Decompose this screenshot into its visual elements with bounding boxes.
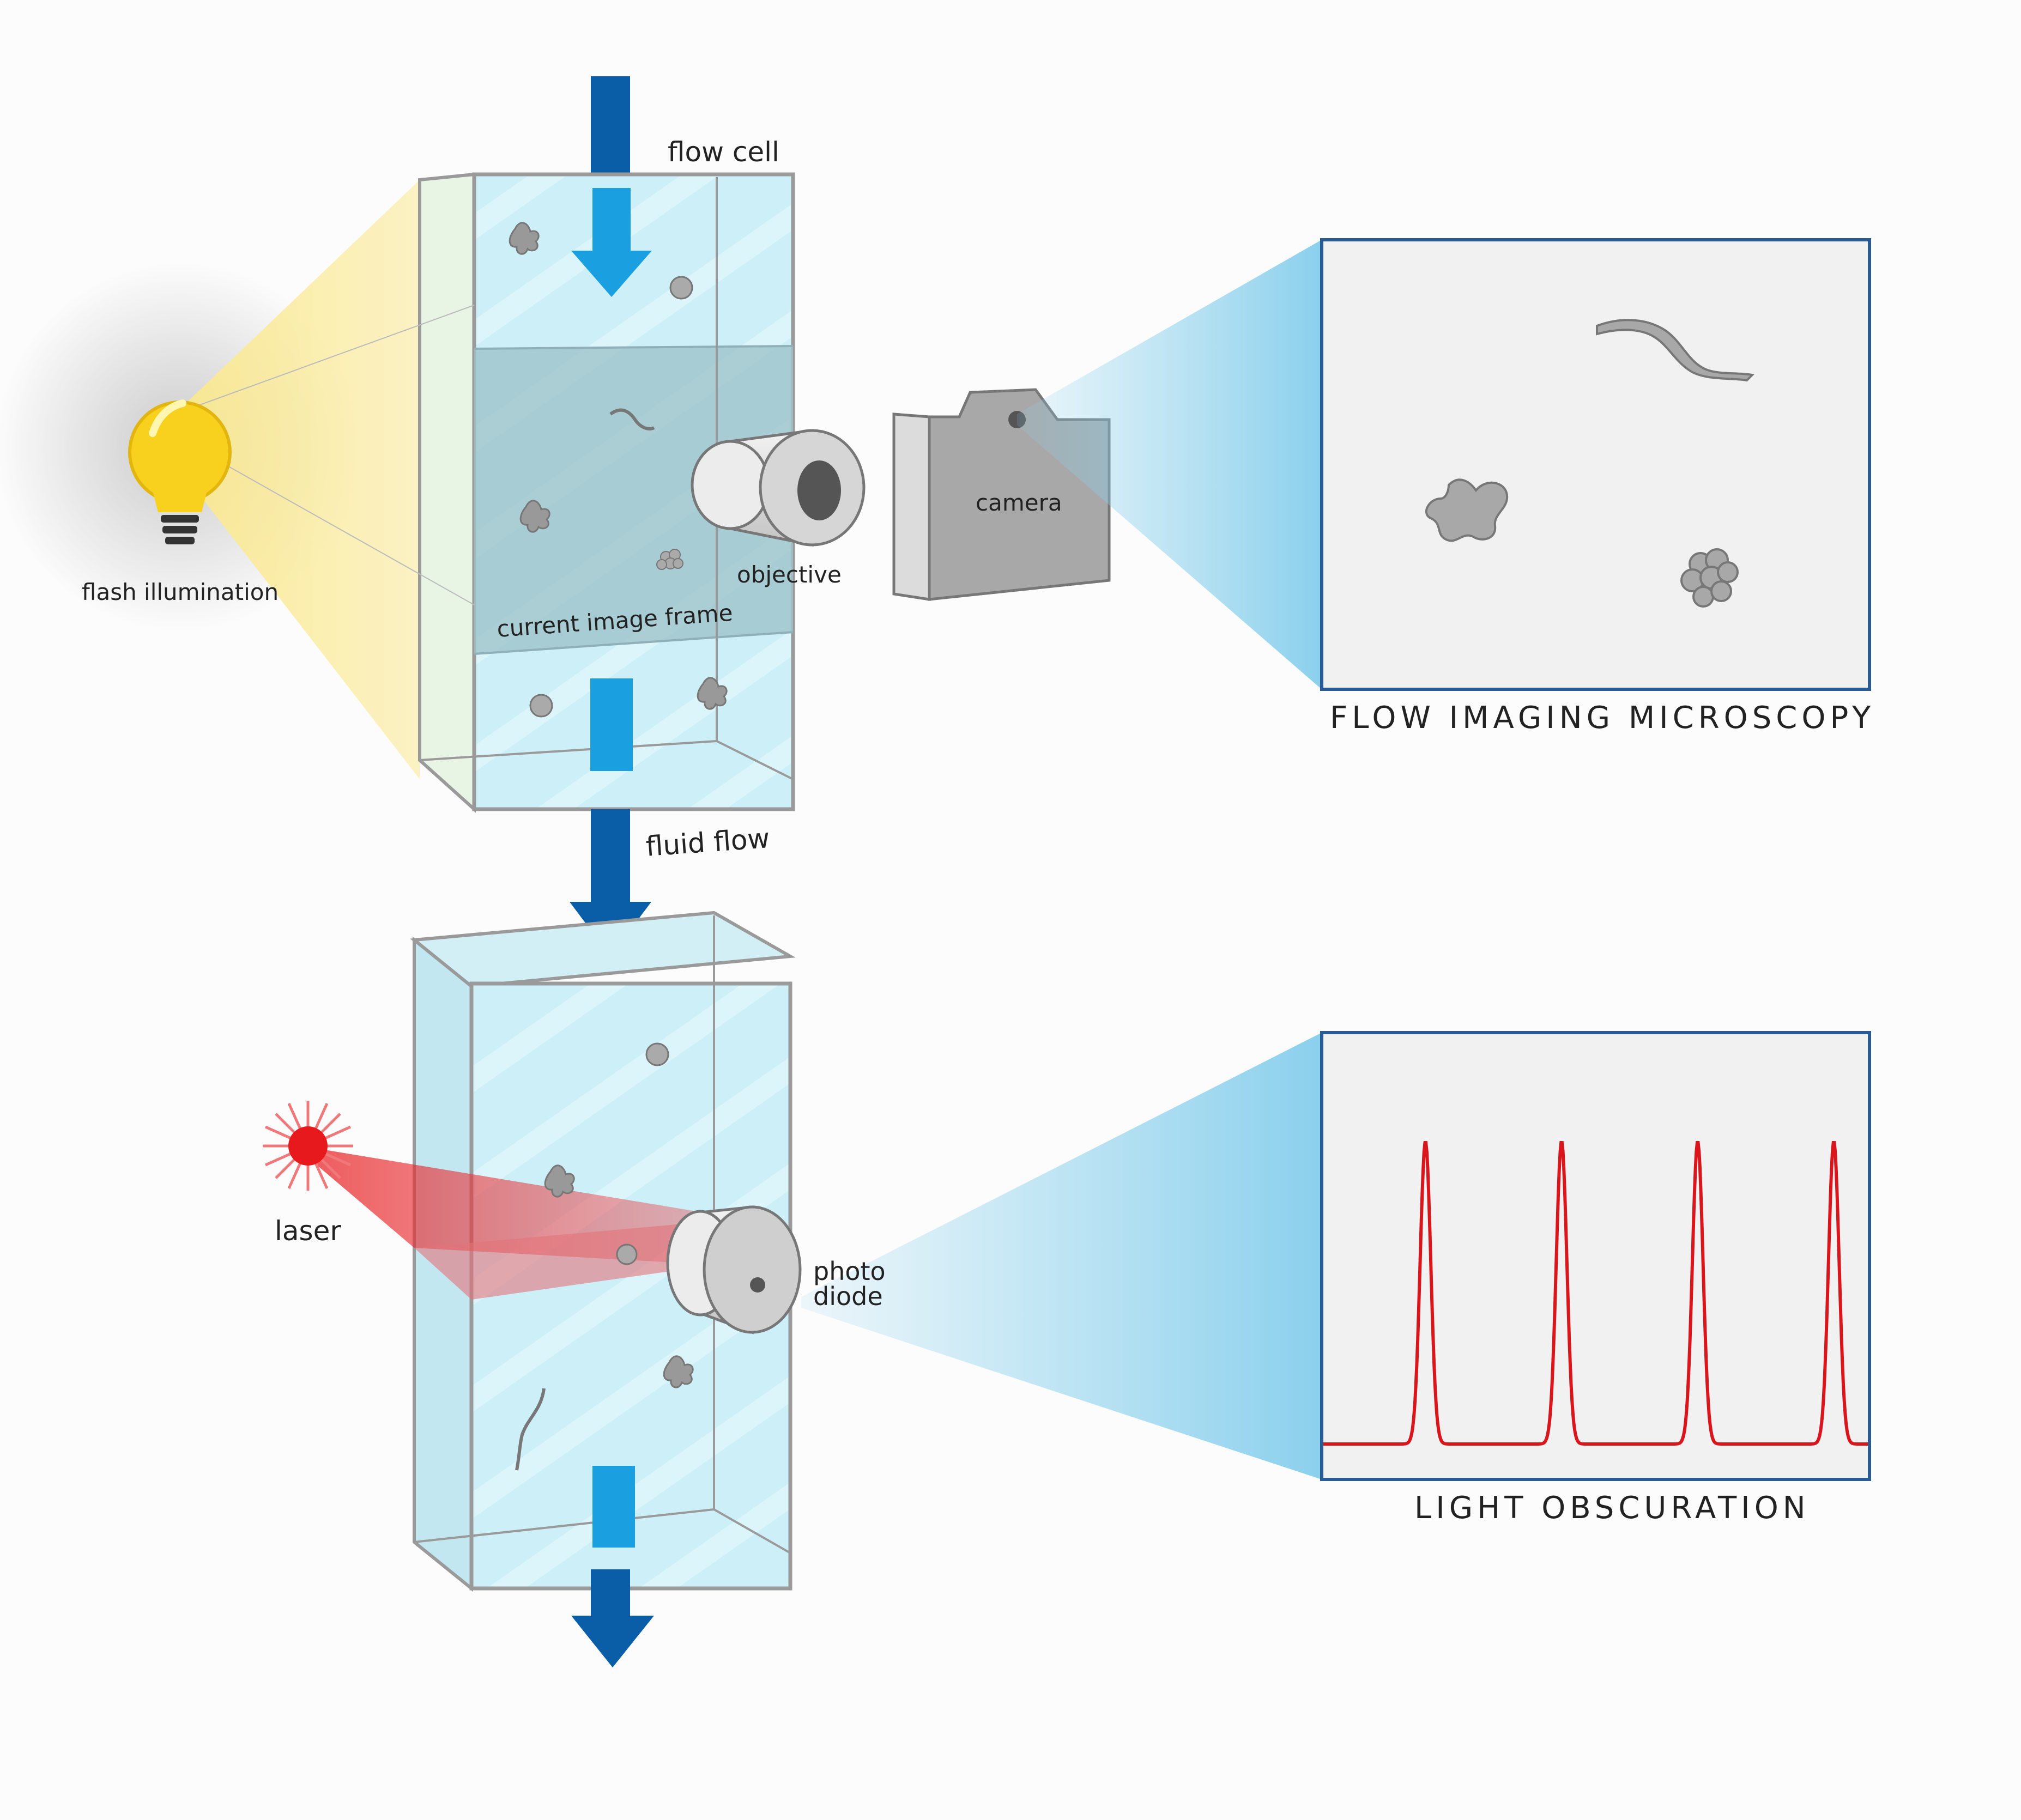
photodiode-icon bbox=[666, 1205, 802, 1334]
fim-cluster-image bbox=[1680, 548, 1739, 608]
inner-flow-arrow-head bbox=[571, 251, 652, 297]
photodiode-beam bbox=[801, 1033, 1322, 1479]
inflow-arrow-shaft bbox=[591, 76, 630, 180]
label-flow-cell: flow cell bbox=[668, 136, 779, 168]
light-bulb-icon bbox=[128, 399, 232, 544]
illumination-beam bbox=[174, 180, 420, 779]
particle-blob bbox=[509, 222, 540, 255]
flow-cell-side-face bbox=[418, 172, 476, 813]
particle-blob bbox=[697, 677, 728, 710]
objective-icon bbox=[691, 429, 866, 547]
particle-sphere bbox=[669, 276, 693, 300]
laser-band bbox=[414, 1221, 719, 1300]
label-photodiode: photo diode bbox=[813, 1259, 886, 1309]
label-photo: photo bbox=[813, 1257, 886, 1286]
particle-fiber bbox=[609, 408, 655, 430]
camera-beam bbox=[1017, 240, 1322, 689]
fim-fiber-image bbox=[1596, 319, 1755, 382]
fim-blob-image bbox=[1425, 478, 1509, 542]
lo-panel bbox=[1320, 1031, 1871, 1481]
inner-flow-stub bbox=[592, 1466, 635, 1548]
inner-flow-stub bbox=[590, 678, 633, 771]
laser-icon bbox=[263, 1101, 353, 1191]
top-flow-section bbox=[0, 76, 1871, 813]
particle-sphere bbox=[529, 694, 553, 718]
particle-blob bbox=[519, 500, 550, 533]
particle-blob bbox=[544, 1164, 575, 1198]
label-camera: camera bbox=[976, 489, 1062, 516]
bottom-flow-section bbox=[263, 911, 1871, 1592]
particle-cluster bbox=[656, 549, 683, 570]
lo-title: LIGHT OBSCURATION bbox=[1414, 1490, 1810, 1526]
lo-cell-top bbox=[410, 911, 796, 988]
label-objective: objective bbox=[737, 561, 842, 588]
label-laser: laser bbox=[275, 1215, 341, 1247]
particle-sphere bbox=[645, 1042, 669, 1066]
fim-title: FLOW IMAGING MICROSCOPY bbox=[1330, 700, 1875, 736]
particle-blob bbox=[663, 1355, 694, 1388]
label-diode: diode bbox=[813, 1282, 883, 1311]
inner-flow-arrow-shaft bbox=[592, 188, 631, 253]
label-flash-illumination: flash illumination bbox=[82, 579, 279, 605]
particle-fiber bbox=[515, 1388, 546, 1471]
image-frame-band bbox=[474, 346, 793, 654]
outflow-arrow bbox=[571, 1569, 654, 1667]
particle-sphere bbox=[616, 1243, 638, 1265]
fim-panel bbox=[1320, 238, 1871, 691]
lo-signal-trace bbox=[1323, 1141, 1868, 1446]
